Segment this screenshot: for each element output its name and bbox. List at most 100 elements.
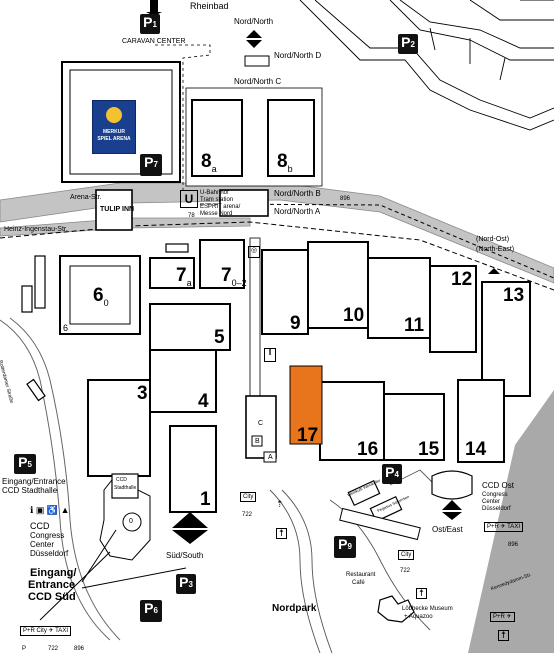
hall-14-label: 14 — [465, 439, 487, 460]
ne-arrow — [488, 268, 500, 274]
hall-7a — [149, 257, 195, 289]
fence — [155, 44, 211, 190]
label-rheinbad: Rheinbad — [190, 1, 229, 11]
label-bus-722: 722 — [242, 512, 253, 518]
label-nord-north-b: Nord/North B — [274, 189, 321, 198]
hall-7 — [199, 239, 245, 289]
label-bus-722: 722 — [400, 568, 411, 574]
label-ccd-ost: Congress — [482, 492, 508, 498]
hall-8b — [267, 99, 315, 177]
label-restaurant: Café — [352, 580, 365, 586]
tram-label-line: Messe Nord — [200, 211, 233, 217]
transport-icons: P+R ✈ TAXI — [484, 522, 523, 532]
hall-10 — [307, 241, 369, 329]
ccd-stadthalle-box — [111, 473, 139, 499]
entrance-arrows — [146, 0, 500, 544]
left-road — [0, 319, 111, 641]
hall-4-label: 4 — [198, 391, 209, 412]
bus-icon: City — [240, 492, 257, 502]
label-ost-east: Ost/East — [432, 525, 463, 534]
label-ccd: Düsseldorf — [30, 549, 69, 558]
hall-3-label: 3 — [137, 383, 148, 404]
walking-person-icon: ☨ — [498, 630, 509, 641]
logo-text: MERKUR — [103, 129, 125, 135]
north-arrow-down — [246, 40, 262, 48]
small-building — [165, 243, 189, 253]
label-tulip-inn: TULIP INN — [100, 206, 135, 213]
hall-6-side-label: 6 — [63, 323, 69, 333]
merkur-spiel-arena-logo: MERKUR SPIEL ARENA — [92, 100, 136, 154]
walking-person-icon: ☨ — [416, 588, 427, 599]
hall-11 — [367, 257, 431, 339]
label-ccd: CCD — [30, 521, 50, 531]
building-b-label: B — [255, 438, 260, 445]
hall-8b-label: 8b — [277, 151, 293, 174]
restaurant-icon: ‖ — [264, 348, 276, 362]
label-heinz-ingenstau-str: Heinz-Ingenstau-Str. — [4, 226, 68, 233]
info-icon: ◎ — [248, 246, 260, 258]
building-c-label: C — [258, 420, 264, 427]
parking-p9[interactable]: P9 — [334, 536, 356, 558]
parking-p1[interactable]: P1 — [140, 14, 160, 34]
east-arrow-up — [442, 500, 462, 510]
transport-icons: P+R City ✈ TAXI — [20, 626, 71, 636]
parking-p3[interactable]: P3 — [176, 574, 196, 594]
south-arrow-up — [172, 512, 208, 528]
hall-7-label: 70–2 — [221, 265, 247, 288]
label-ccd-box: Stadthalle — [114, 485, 137, 491]
label-ccd: Center — [30, 540, 55, 549]
hall-15-label: 15 — [418, 439, 440, 460]
parking-p6[interactable]: P6 — [140, 600, 162, 622]
tram-label-line: Tram station — [200, 197, 234, 203]
transport-icons: P+R ✈ — [490, 612, 515, 622]
hall-14 — [457, 379, 505, 463]
small-building — [26, 378, 46, 402]
hall-1 — [169, 425, 217, 513]
hall-5-label: 5 — [214, 327, 225, 348]
bus-icon: City — [398, 550, 415, 560]
hall-7a-label: 7a — [176, 265, 192, 288]
ccd-round-label: 0 — [129, 518, 133, 525]
label-ccd-box: CCD — [116, 477, 127, 483]
small-building — [34, 255, 46, 309]
hall-10-label: 10 — [343, 305, 365, 326]
parking-p5[interactable]: P5 — [14, 454, 36, 474]
left-road-edge — [9, 317, 121, 641]
hall-16 — [319, 381, 385, 461]
parking-p2[interactable]: P2 — [398, 34, 418, 54]
label-arena-str: Arena-Str. — [70, 194, 102, 201]
north-d-building — [244, 55, 270, 67]
south-arrow-down — [172, 530, 208, 544]
label-nordpark: Nordpark — [272, 603, 317, 614]
east-entrance-building — [431, 470, 473, 500]
label-bus-722: 722 — [48, 646, 59, 652]
label-nord-north: Nord/North — [234, 17, 274, 26]
label-entrance-stadthalle: Eingang/Entrance — [2, 477, 66, 486]
label-nord-ost: (Nord-Ost) — [476, 236, 510, 243]
hall-12 — [429, 265, 477, 353]
label-restaurant: Restaurant — [346, 572, 376, 578]
building-a-label: A — [268, 454, 273, 461]
hall-17-highlighted — [289, 365, 323, 445]
parking-p7[interactable]: P7 — [140, 154, 162, 176]
hall-8a — [191, 99, 243, 177]
hall-3 — [87, 379, 151, 477]
ubahn-icon: U — [180, 190, 198, 208]
hall-16-label: 16 — [357, 439, 379, 460]
label-ccd-ost: CCD Ost — [482, 481, 514, 490]
parking-p4[interactable]: P4 — [382, 464, 402, 484]
label-entrance-sued: Entrance — [28, 579, 76, 591]
label-p: P — [22, 646, 27, 652]
tram-line — [0, 221, 554, 291]
hall-17-label: 17 — [297, 425, 319, 446]
hall-13-label: 13 — [503, 285, 525, 306]
sun-icon — [106, 107, 122, 123]
p1-arrow — [146, 0, 162, 16]
label-bus-896: 896 — [74, 646, 85, 652]
label-bus-896: 896 — [340, 196, 351, 202]
hall-12-label: 12 — [451, 269, 473, 290]
walking-person-icon: ⇡ — [276, 499, 284, 509]
building-a — [263, 451, 277, 463]
label-ccd: Congress — [30, 531, 65, 540]
